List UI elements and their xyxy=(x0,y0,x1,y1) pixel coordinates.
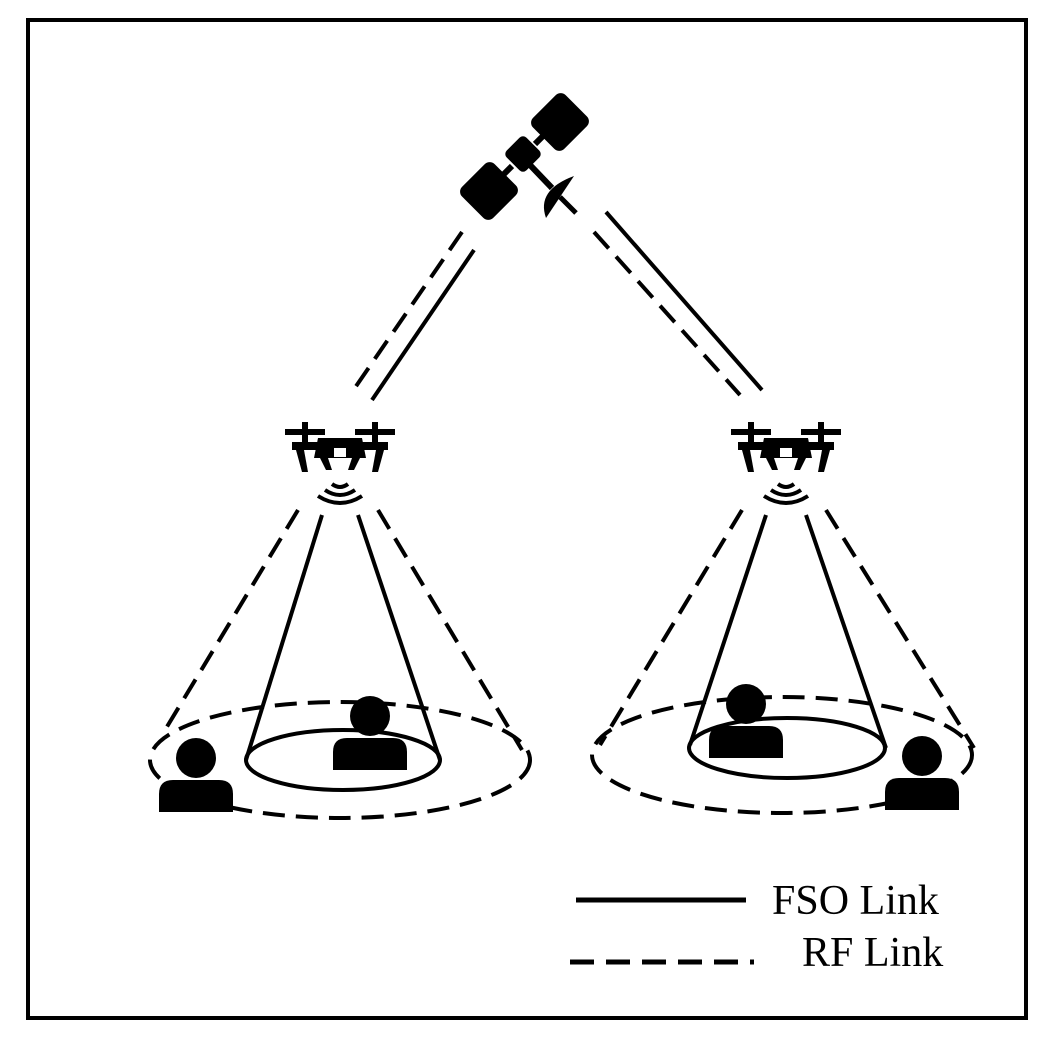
satellite-body xyxy=(505,136,541,172)
satellite-icon xyxy=(460,93,589,220)
rf-coverage-right xyxy=(590,695,974,815)
backhaul-links-right xyxy=(592,210,764,397)
access-links-left xyxy=(163,508,524,761)
rf-coverage-left xyxy=(148,700,532,820)
satellite-dish xyxy=(543,176,574,218)
legend-rf-label: RF Link xyxy=(802,930,943,976)
fso-link-sat-drone-right xyxy=(604,210,764,392)
backhaul-links-left xyxy=(348,230,476,402)
fso-coverage-left xyxy=(244,728,442,792)
diagram-frame xyxy=(26,18,1028,1020)
legend: FSO Link RF Link xyxy=(570,878,943,976)
rf-link-sat-drone-right xyxy=(592,230,742,397)
access-links-right xyxy=(598,508,976,750)
fso-coverage-right xyxy=(687,716,887,780)
fso-link-sat-drone-left xyxy=(370,248,476,402)
legend-fso-label: FSO Link xyxy=(772,878,939,924)
